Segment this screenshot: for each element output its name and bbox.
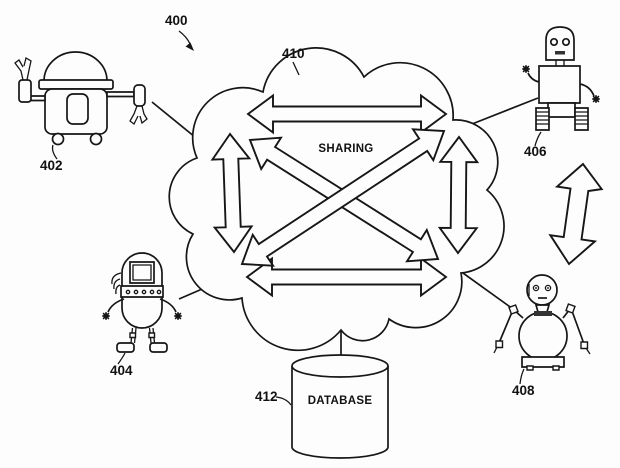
robot-404-knee-right: [149, 333, 155, 338]
robot-402-dome: [44, 52, 107, 81]
cloud-title: SHARING: [318, 143, 374, 155]
robot-408-eye-left: [533, 285, 538, 290]
robot-408-upper-arms: [499, 311, 584, 344]
robot-408-elbow-right: [581, 342, 588, 349]
robot-408-shoulder-left: [509, 305, 518, 314]
link-406-cloud: [467, 98, 538, 126]
database-top: [292, 355, 388, 377]
robot-406-mouth: [555, 51, 565, 55]
robot-404-knee-left: [130, 333, 136, 338]
robot-406-head: [546, 27, 574, 60]
robot-402-collar: [39, 80, 113, 89]
robot-408-neck: [536, 305, 549, 312]
leader-404: [118, 353, 125, 364]
leader-408: [520, 369, 524, 384]
database-body: [292, 366, 388, 458]
robot-406-tread-left: [536, 108, 549, 130]
robot-406-arm-right: [580, 84, 594, 96]
robot-404-coil: [112, 273, 121, 294]
robot-406-eye-right: [563, 39, 569, 45]
leader-410: [293, 62, 299, 75]
robot-406-tread-right: [575, 108, 588, 130]
robot-406-neck: [556, 60, 564, 66]
robot-402-wheel-left: [53, 134, 64, 145]
arrow-left-vertical: [212, 134, 251, 252]
robot-408-head: [527, 275, 557, 305]
label-404: 404: [110, 363, 133, 378]
label-410: 410: [282, 46, 305, 61]
robot-404-boot-left: [117, 343, 134, 352]
arrow-406-408-exchange: [550, 164, 601, 264]
leader-402: [53, 145, 58, 159]
robot-406-hand-left: [522, 65, 530, 73]
link-408-cloud: [456, 268, 513, 309]
robot-408-base: [522, 357, 564, 367]
robot-402-wheel-right: [91, 134, 102, 145]
label-402: 402: [40, 158, 63, 173]
label-408: 408: [512, 383, 535, 398]
leader-lines: [53, 31, 542, 405]
database-cylinder: [292, 355, 388, 458]
robot-404-hand-right: [174, 312, 182, 320]
arrow-diagonal-bltr: [242, 129, 444, 265]
robot-404-boot-right: [150, 343, 167, 352]
robot-402-forearm-left: [19, 80, 31, 102]
label-406: 406: [524, 144, 547, 159]
database-title: DATABASE: [307, 395, 373, 407]
leader-406: [535, 132, 541, 146]
robot-408-foot-right: [553, 366, 559, 370]
label-412: 412: [255, 389, 278, 404]
robot-402-body: [45, 89, 107, 134]
robot-404-arm-left: [108, 299, 124, 312]
robot-402-figure: [15, 52, 147, 145]
robot-402-door: [67, 94, 88, 124]
leader-400: [179, 31, 190, 44]
robot-402-arm-left-bar: [30, 96, 45, 101]
robot-408-foot-left: [527, 366, 533, 370]
robot-404-screen-inner: [133, 265, 151, 280]
robot-406-eye-left: [551, 39, 557, 45]
robot-402-arm-right-bar: [107, 92, 134, 97]
robot-404-figure: [102, 253, 182, 352]
exchange-arrows: [212, 96, 477, 296]
robot-404-screen: [130, 262, 154, 283]
robot-404-rivets: [126, 290, 160, 293]
robot-402-claw-right: [130, 106, 147, 124]
leader-412: [276, 397, 291, 405]
robot-402-gripper-hub: [134, 85, 145, 106]
robot-404-arm-right: [160, 299, 176, 312]
robot-408-hands: [494, 347, 590, 354]
arrow-right-vertical: [440, 137, 478, 253]
robot-406-body: [539, 66, 580, 103]
leader-400-arrowhead: [185, 42, 194, 51]
robot-408-collar: [534, 311, 552, 316]
robot-408-shoulder-right: [566, 304, 575, 313]
arrow-top-horizontal: [248, 96, 446, 133]
robot-406-arm-left: [528, 73, 539, 82]
robot-406-hand-right: [592, 95, 600, 103]
robot-402-claw-left: [15, 58, 31, 80]
robot-404-hand-left: [102, 312, 110, 320]
label-400: 400: [165, 13, 188, 28]
robot-408-elbow-left: [496, 341, 503, 348]
robot-408-figure: [494, 275, 590, 370]
robot-408-body: [519, 312, 567, 360]
robot-406-figure: [522, 27, 600, 130]
robot-408-eye-right: [545, 285, 550, 290]
robot-406-hip: [548, 103, 575, 117]
